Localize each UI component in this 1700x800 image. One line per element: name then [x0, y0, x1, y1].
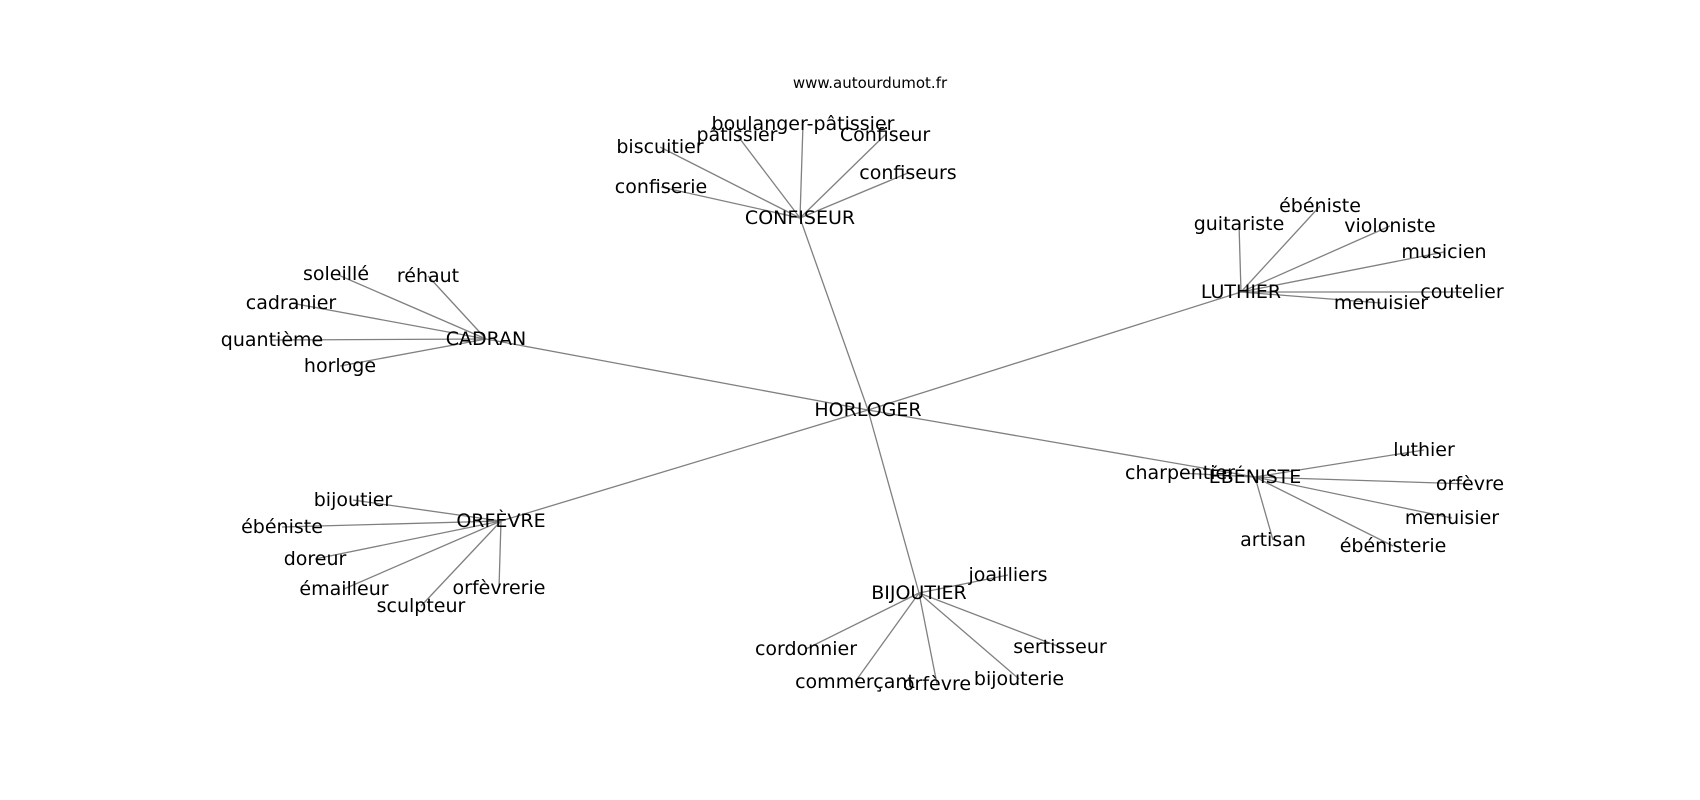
- node-leaf-ebeniste-artisan: artisan: [1240, 529, 1306, 551]
- node-leaf-luthier-coutelier: coutelier: [1420, 281, 1503, 303]
- edge-luthier-musicien: [1240, 251, 1445, 293]
- edge-ebeniste-menuisier: [1254, 476, 1453, 519]
- node-leaf-confiseur-confiserie: confiserie: [615, 176, 707, 198]
- node-leaf-cadran-soleille: soleillé: [303, 263, 369, 285]
- edge-cadran-cadranier: [290, 302, 487, 340]
- edge-bijoutier-sertisseur: [918, 592, 1061, 648]
- edge-confiseur-patissier: [736, 134, 801, 219]
- node-hub-ebeniste: ÉBÉNISTE: [1209, 465, 1302, 488]
- edge-confiseur-confiseurs: [799, 172, 909, 219]
- node-leaf-cadran-quantieme: quantième: [221, 329, 323, 351]
- edge-luthier-violoniste: [1240, 225, 1391, 293]
- node-leaf-orfevre-emailleur: émailleur: [299, 578, 388, 600]
- edge-orfevre-orfevrerie: [498, 520, 502, 589]
- source-url: www.autourdumot.fr: [793, 74, 948, 92]
- edge-orfevre-emailleur: [343, 520, 502, 590]
- node-leaf-luthier-musicien: musicien: [1401, 241, 1486, 263]
- edge-bijoutier-joailliers: [918, 574, 1009, 594]
- node-leaf-bijoutier-sertisseur: sertisseur: [1013, 636, 1107, 658]
- edge-orfevre-sculpteur: [420, 520, 502, 607]
- node-leaf-ebeniste-orfevre: orfèvre: [1436, 473, 1504, 495]
- node-leaf-luthier-ebeniste: ébéniste: [1279, 195, 1361, 217]
- node-leaf-confiseur-patissier: pâtissier: [696, 124, 777, 146]
- edge-horloger-confiseur: [799, 217, 869, 411]
- node-hub-cadran: CADRAN: [446, 328, 527, 350]
- edge-luthier-menuisier: [1240, 291, 1382, 304]
- node-leaf-orfevre-bijoutier: bijoutier: [314, 489, 393, 511]
- edge-ebeniste-artisan: [1254, 476, 1274, 541]
- node-leaf-ebeniste-luthier: luthier: [1393, 439, 1455, 461]
- node-center: HORLOGER: [814, 399, 921, 421]
- node-leaf-ebeniste-menuisier: menuisier: [1405, 507, 1499, 529]
- edge-cadran-soleille: [335, 273, 487, 340]
- edge-bijoutier-cordonnier: [805, 592, 920, 650]
- node-leaf-orfevre-ebeniste: ébéniste: [241, 516, 323, 538]
- edge-horloger-cadran: [485, 338, 869, 411]
- node-leaf-bijoutier-commercant: commerçant: [795, 671, 915, 693]
- edge-confiseur-confiseur-cap: [799, 134, 886, 219]
- node-leaf-cadran-rehaut: réhaut: [397, 265, 459, 287]
- edge-orfevre-doreur: [314, 520, 502, 560]
- node-hub-luthier: LUTHIER: [1201, 281, 1281, 303]
- edge-bijoutier-commercant: [854, 592, 920, 683]
- edge-orfevre-bijoutier: [352, 499, 502, 522]
- edge-horloger-ebeniste: [867, 409, 1256, 478]
- edge-ebeniste-ebenisterie: [1254, 476, 1394, 547]
- node-leaf-confiseur-confiseur-cap: Confiseur: [840, 124, 931, 146]
- edge-confiseur-biscuitier: [659, 146, 801, 219]
- node-leaf-luthier-menuisier: menuisier: [1334, 292, 1428, 314]
- edge-ebeniste-luthier: [1254, 449, 1425, 478]
- node-leaf-bijoutier-orfevre: orfèvre: [903, 673, 971, 695]
- graph-labels: HORLOGER CONFISEUR boulanger-pâtissierpâti…: [221, 113, 1504, 695]
- edge-confiseur-boulanger-patissier: [799, 123, 804, 219]
- edge-orfevre-ebeniste: [281, 520, 502, 528]
- node-leaf-bijoutier-bijouterie: bijouterie: [974, 668, 1064, 690]
- node-leaf-bijoutier-cordonnier: cordonnier: [755, 638, 857, 660]
- edge-horloger-orfevre: [500, 409, 869, 522]
- node-leaf-bijoutier-joailliers: joailliers: [967, 564, 1047, 586]
- node-leaf-confiseur-boulanger-patissier: boulanger-pâtissier: [712, 113, 895, 135]
- node-leaf-luthier-violoniste: violoniste: [1344, 215, 1435, 237]
- edge-ebeniste-orfevre: [1254, 476, 1471, 485]
- node-hub-confiseur: CONFISEUR: [745, 207, 855, 229]
- edge-ebeniste-charpentier: [1179, 472, 1256, 478]
- node-leaf-ebeniste-charpentier: charpentier: [1125, 462, 1235, 484]
- node-leaf-ebeniste-ebenisterie: ébénisterie: [1340, 535, 1447, 557]
- node-leaf-orfevre-sculpteur: sculpteur: [377, 595, 466, 617]
- node-leaf-confiseur-biscuitier: biscuitier: [616, 136, 703, 158]
- node-leaf-orfevre-orfevrerie: orfèvrerie: [453, 577, 546, 599]
- node-leaf-orfevre-doreur: doreur: [284, 548, 347, 570]
- node-leaf-luthier-guitariste: guitariste: [1194, 213, 1285, 235]
- graph-edges: [271, 123, 1471, 685]
- edge-horloger-bijoutier: [867, 409, 920, 594]
- node-leaf-confiseur-confiseurs: confiseurs: [859, 162, 956, 184]
- node-hub-bijoutier: BIJOUTIER: [871, 582, 967, 604]
- edge-cadran-horloge: [339, 338, 487, 367]
- node-leaf-cadran-horloge: horloge: [304, 355, 376, 377]
- node-hub-orfevre: ORFÈVRE: [456, 509, 545, 532]
- edge-cadran-rehaut: [427, 275, 487, 340]
- edge-horloger-luthier: [867, 291, 1242, 411]
- edge-cadran-quantieme: [271, 338, 487, 341]
- node-leaf-cadran-cadranier: cadranier: [246, 292, 337, 314]
- edge-luthier-guitariste: [1238, 223, 1242, 293]
- edge-confiseur-confiserie: [660, 186, 801, 219]
- edge-bijoutier-orfevre: [918, 592, 938, 685]
- edge-bijoutier-bijouterie: [918, 592, 1020, 680]
- edge-luthier-ebeniste: [1240, 205, 1321, 293]
